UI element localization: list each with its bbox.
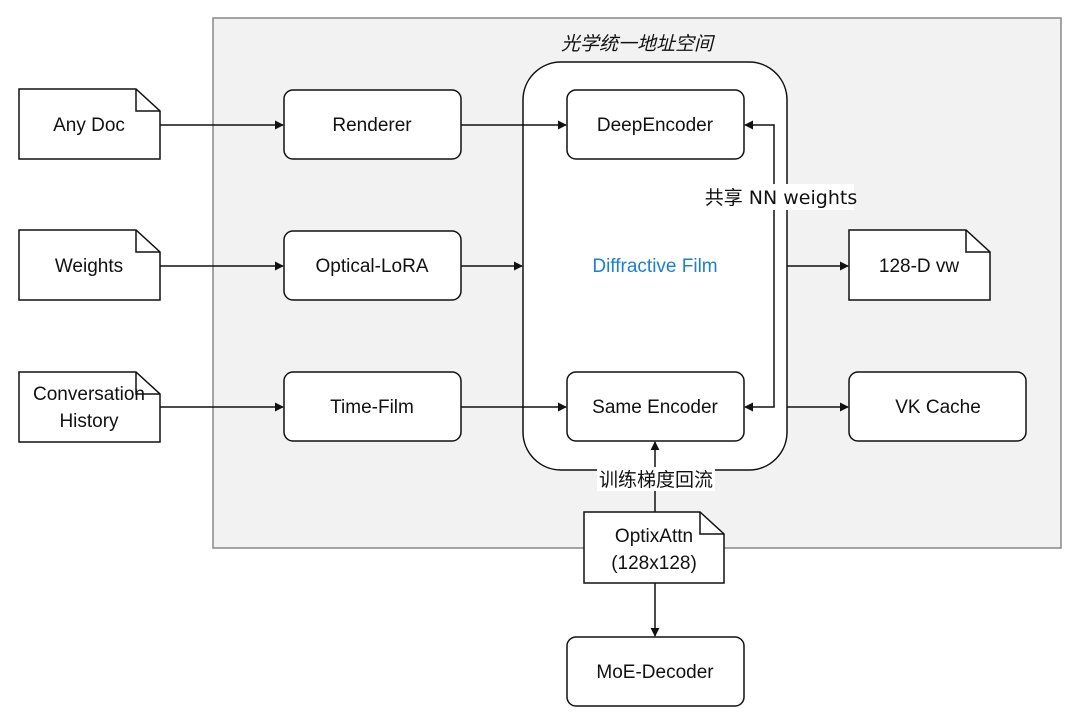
input-any-doc: Any Doc: [18, 88, 161, 160]
vk-cache-label: VK Cache: [895, 397, 981, 418]
moe-decoder-label: MoE-Decoder: [596, 662, 714, 683]
renderer-box: Renderer: [283, 89, 462, 160]
optix-attn-label-1: OptixAttn: [615, 526, 693, 547]
shared-weights-label-bg: [708, 184, 854, 210]
moe-decoder-box: MoE-Decoder: [566, 636, 745, 707]
output-vector-doc: 128-D vw: [848, 229, 991, 301]
deep-encoder-box: DeepEncoder: [566, 89, 745, 160]
optical-lora-label: Optical-LoRA: [316, 256, 429, 277]
input-conversation-label-1: Conversation: [33, 384, 145, 405]
group-title: 光学统一地址空间: [561, 33, 716, 55]
input-conversation-label-2: History: [59, 411, 119, 432]
shared-weights-label: 共享 NN weights: [705, 187, 857, 209]
vk-cache-box: VK Cache: [848, 371, 1027, 442]
renderer-label: Renderer: [332, 115, 412, 136]
deep-encoder-label: DeepEncoder: [597, 115, 714, 136]
gradient-label: 训练梯度回流: [599, 469, 713, 491]
gradient-label-bg: [597, 467, 715, 491]
input-conversation-history: Conversation History: [18, 371, 161, 443]
shared-weights-connector: [744, 120, 775, 412]
optical-lora-box: Optical-LoRA: [283, 230, 462, 301]
same-encoder-box: Same Encoder: [566, 371, 745, 442]
optix-attn-label-2: (128x128): [611, 553, 697, 574]
optix-attn-doc: OptixAttn (128x128): [583, 511, 725, 584]
time-film-label: Time-Film: [330, 397, 414, 418]
diffractive-film-label: Diffractive Film: [592, 256, 717, 277]
time-film-box: Time-Film: [283, 371, 462, 442]
input-weights: Weights: [18, 229, 161, 301]
input-weights-label: Weights: [55, 256, 123, 277]
output-vector-label: 128-D vw: [879, 256, 960, 277]
same-encoder-label: Same Encoder: [592, 397, 718, 418]
input-any-doc-label: Any Doc: [53, 115, 125, 136]
